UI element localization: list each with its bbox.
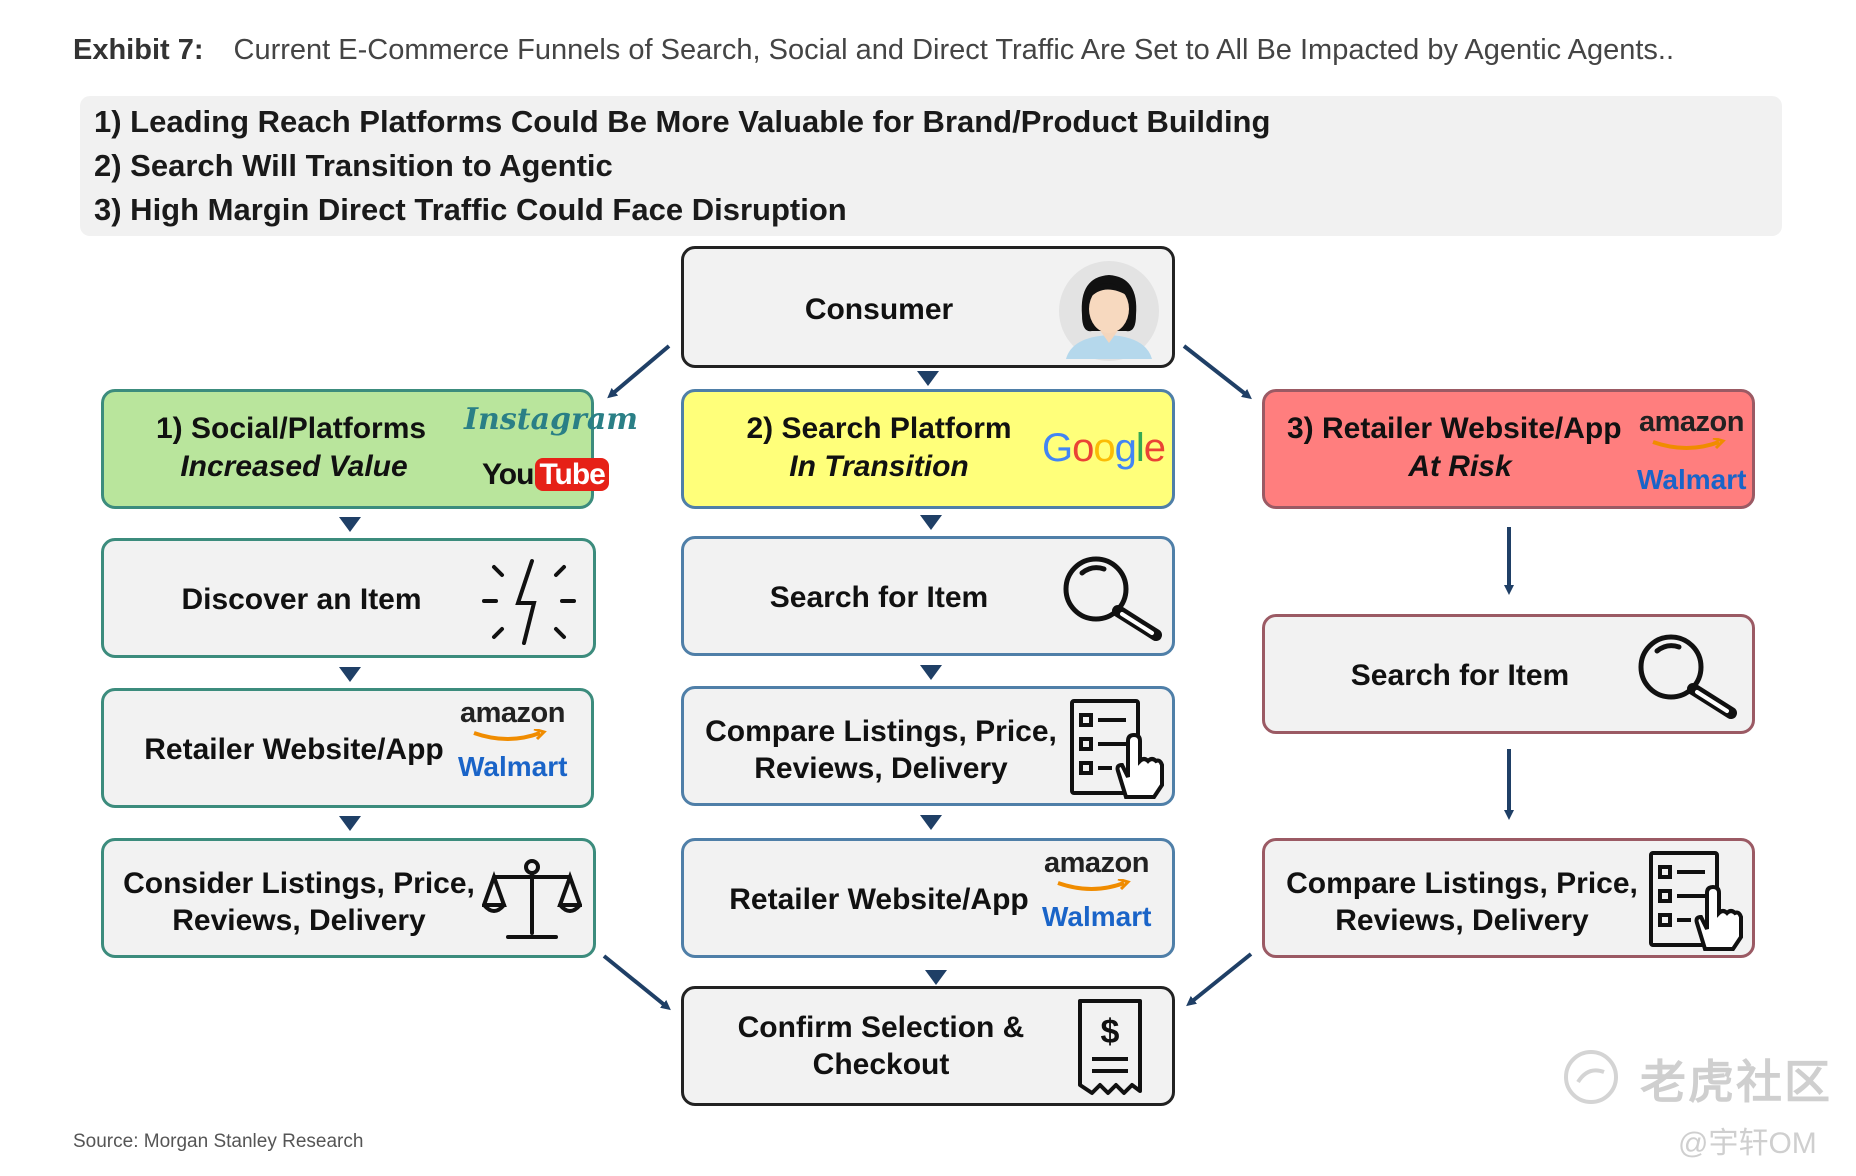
retailer-compare-l2: Reviews, Delivery (1335, 904, 1589, 937)
social-discover-box: Discover an Item (101, 538, 596, 658)
arrow-consumer-retailer (1182, 344, 1252, 400)
summary-line-1: 1) Leading Reach Platforms Could Be More… (94, 104, 1271, 139)
social-consider-text: Consider Listings, Price, Reviews, Delive… (104, 865, 494, 939)
instagram-logo: Instagram (464, 402, 638, 437)
search-compare-box: Compare Listings, Price, Reviews, Deliver… (681, 686, 1175, 806)
retailer-search-label: Search for Item (1350, 659, 1570, 692)
checkout-text: Confirm Selection & Checkout (684, 1009, 1078, 1083)
magnifier-icon (1063, 556, 1162, 641)
exhibit-label: Exhibit 7: (73, 34, 204, 66)
social-consider-box: Consider Listings, Price, Reviews, Delive… (101, 838, 596, 958)
receipt-dollar: $ (1101, 1013, 1120, 1051)
social-header-sub: Increased Value (180, 450, 408, 483)
social-discover-label: Discover an Item (181, 583, 422, 616)
arrow-search-2 (920, 665, 942, 680)
search-retailer-label: Retailer Website/App (729, 883, 1029, 916)
scale-icon (482, 859, 582, 939)
amazon-logo: amazon (460, 697, 565, 729)
checkout-box: Confirm Selection & Checkout $ (681, 986, 1175, 1106)
consumer-label: Consumer (804, 293, 954, 326)
amazon-smile-icon (1652, 438, 1726, 450)
social-header-box: 1) Social/Platforms Increased Value Inst… (101, 389, 638, 509)
retailer-compare-text: Compare Listings, Price, Reviews, Deliver… (1265, 865, 1659, 939)
google-logo: Google (1042, 426, 1166, 470)
retailer-compare-l1: Compare Listings, Price, (1286, 867, 1638, 900)
consumer-box: Consumer (681, 246, 1175, 368)
arrow-social-1 (339, 517, 361, 532)
tiger-watermark-icon (1564, 1050, 1618, 1104)
watermark-user: @宇轩OM (1678, 1127, 1817, 1160)
search-header-title: 2) Search Platform (746, 412, 1012, 445)
amazon-logo: amazon (1044, 847, 1149, 879)
summary-panel: 1) Leading Reach Platforms Could Be More… (80, 96, 1782, 236)
checklist-hand-icon (1070, 699, 1164, 799)
walmart-logo: Walmart (1637, 464, 1747, 495)
arrow-social-2 (339, 667, 361, 682)
watermark-name: 老虎社区 (1640, 1056, 1832, 1108)
social-consider-l2: Reviews, Delivery (172, 904, 426, 937)
social-header-title: 1) Social/Platforms (156, 412, 427, 445)
exhibit-title-text: Current E-Commerce Funnels of Search, So… (233, 34, 1674, 66)
checkout-l2: Checkout (812, 1048, 950, 1081)
search-step1-box: Search for Item (681, 536, 1175, 656)
retailer-header-sub: At Risk (1408, 450, 1512, 483)
summary-line-3: 3) High Margin Direct Traffic Could Face… (94, 192, 847, 227)
arrow-search-3 (920, 815, 942, 830)
search-header-sub: In Transition (789, 450, 969, 483)
amazon-logo: amazon (1639, 406, 1744, 438)
youtube-tube: Tube (535, 458, 609, 491)
checklist-hand-icon (1649, 851, 1743, 951)
search-retailer-box: Retailer Website/App amazon Walmart (681, 838, 1175, 958)
youtube-you: You (482, 458, 534, 491)
arrow-search-checkout (925, 970, 947, 985)
search-compare-l1: Compare Listings, Price, (705, 715, 1057, 748)
search-step1-label: Search for Item (769, 581, 989, 614)
retailer-compare-box: Compare Listings, Price, Reviews, Deliver… (1262, 838, 1755, 958)
source-note: Source: Morgan Stanley Research (73, 1131, 364, 1152)
checkout-l1: Confirm Selection & (737, 1011, 1025, 1044)
search-compare-l2: Reviews, Delivery (754, 752, 1008, 785)
arrow-consumer-social (607, 344, 671, 399)
magnifier-icon (1638, 634, 1737, 719)
search-compare-text: Compare Listings, Price, Reviews, Deliver… (684, 713, 1078, 787)
person-avatar-icon (1059, 261, 1159, 361)
walmart-logo: Walmart (1042, 901, 1152, 932)
arrow-retailer-checkout (1186, 952, 1253, 1007)
amazon-smile-icon (473, 729, 547, 741)
exhibit-title: Exhibit 7: Current E-Commerce Funnels of … (73, 34, 1674, 67)
social-consider-l1: Consider Listings, Price, (123, 867, 475, 900)
social-retailer-box: Retailer Website/App amazon Walmart (101, 688, 594, 808)
arrow-social-checkout (602, 954, 671, 1011)
retailer-header-box: 3) Retailer Website/App At Risk amazon W… (1262, 389, 1755, 509)
arrow-search-1 (920, 515, 942, 530)
lightning-idea-icon (482, 559, 576, 645)
social-retailer-label: Retailer Website/App (144, 733, 444, 766)
receipt-icon: $ (1078, 999, 1142, 1095)
arrow-social-3 (339, 816, 361, 831)
arrow-consumer-search (917, 371, 939, 386)
summary-line-2: 2) Search Will Transition to Agentic (94, 148, 613, 183)
search-header-box: 2) Search Platform In Transition Google (681, 389, 1175, 509)
retailer-search-box: Search for Item (1262, 614, 1755, 734)
walmart-logo: Walmart (458, 751, 568, 782)
retailer-header-title: 3) Retailer Website/App (1287, 412, 1622, 445)
amazon-smile-icon (1057, 879, 1131, 891)
